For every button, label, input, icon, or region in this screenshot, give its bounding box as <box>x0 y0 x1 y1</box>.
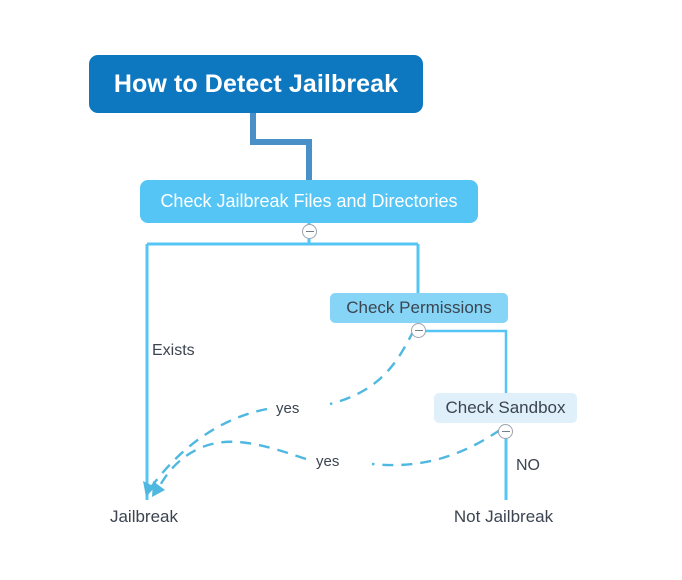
edge-label-no-sandbox: NO <box>513 457 543 475</box>
node-leaf-not-jailbreak[interactable]: Not Jailbreak <box>453 507 554 526</box>
arrowhead-to-jailbreak-lower <box>152 481 165 497</box>
edge-root-to-level1 <box>250 112 312 181</box>
minus-circle-icon-level2[interactable] <box>411 323 426 338</box>
edge-level2-to-jailbreak-yes-a <box>329 329 416 406</box>
node-check-sandbox[interactable]: Check Sandbox <box>434 393 577 423</box>
node-check-jailbreak-files-and-directories[interactable]: Check Jailbreak Files and Directories <box>140 180 478 223</box>
minus-circle-icon-level1[interactable] <box>302 224 317 239</box>
node-leaf-jailbreak[interactable]: Jailbreak <box>109 507 179 526</box>
node-root-how-to-detect-jailbreak[interactable]: How to Detect Jailbreak <box>89 55 423 113</box>
edge-level2-to-level3 <box>419 329 508 394</box>
arrowhead-to-jailbreak-upper <box>143 481 155 497</box>
edge-level2-to-jailbreak-yes-b <box>151 407 268 487</box>
minus-circle-icon-level3[interactable] <box>498 424 513 439</box>
edge-level3-to-jailbreak-yes-a <box>371 429 501 467</box>
edge-label-yes-permissions: yes <box>273 400 303 417</box>
edge-label-yes-sandbox: yes <box>313 453 343 470</box>
edge-level3-to-jailbreak-yes-b <box>156 440 307 490</box>
node-check-permissions[interactable]: Check Permissions <box>330 293 508 323</box>
edge-label-exists: Exists <box>149 342 198 360</box>
